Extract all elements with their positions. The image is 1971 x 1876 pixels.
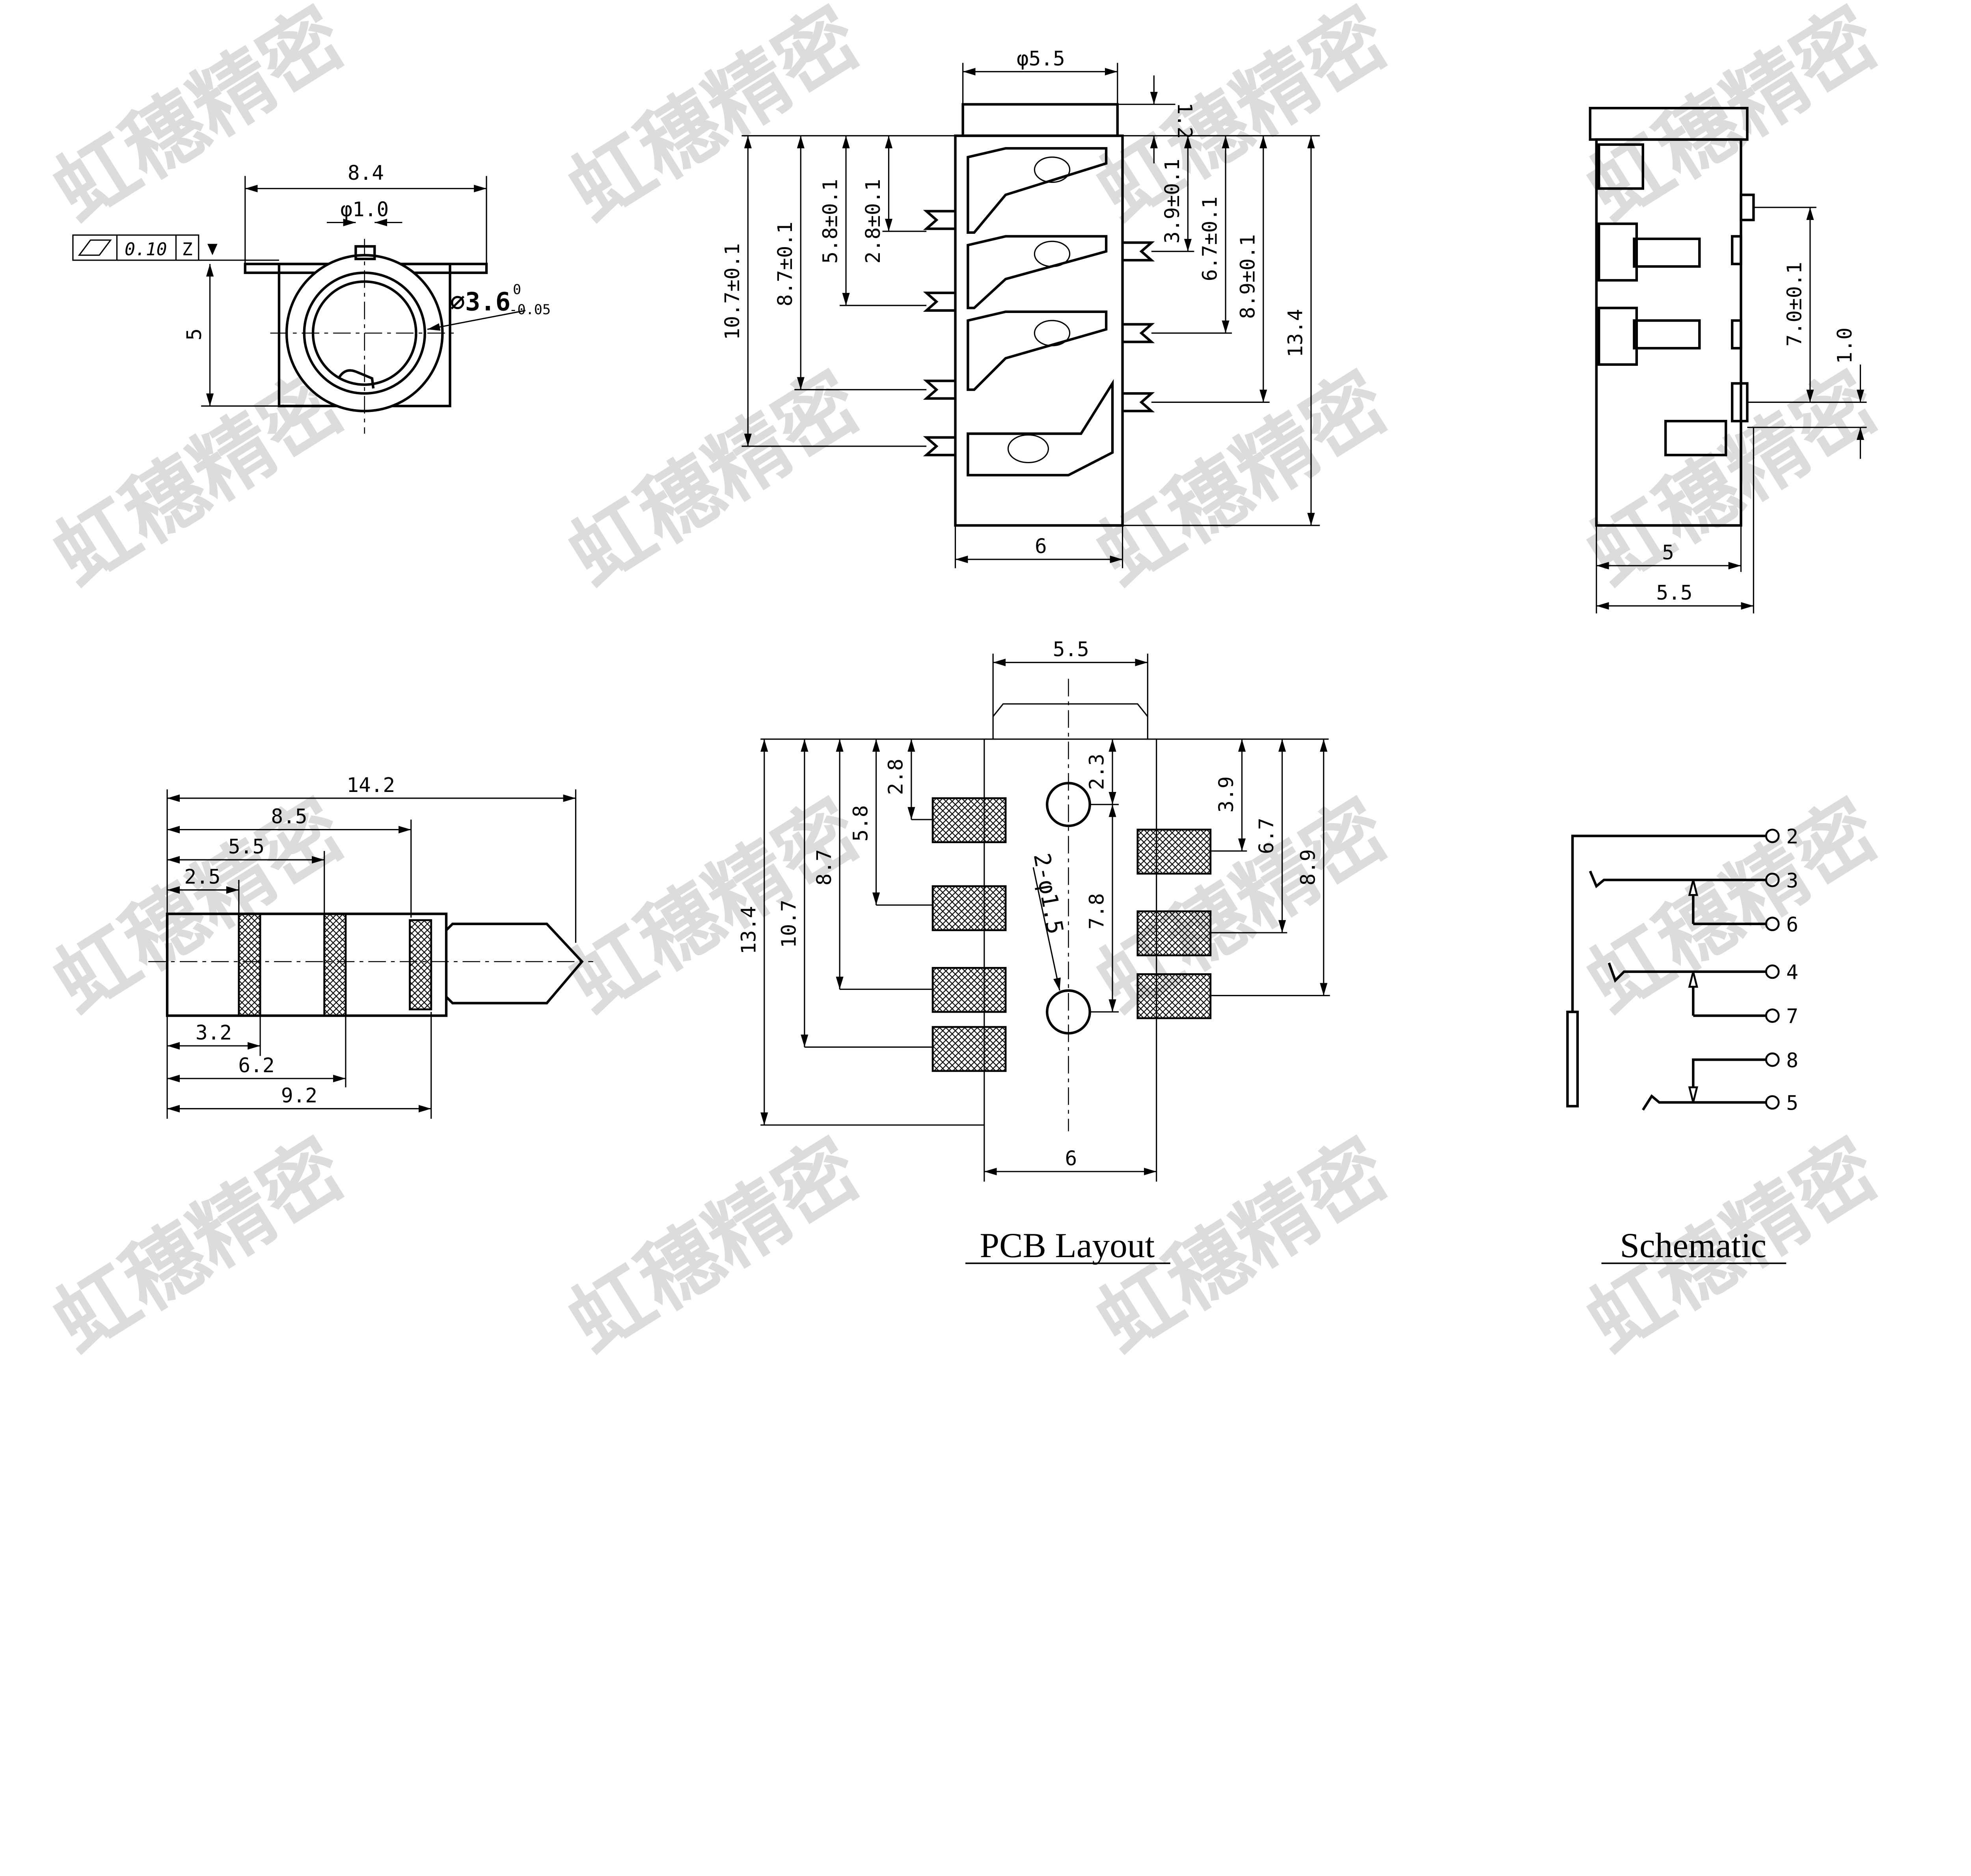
top-view: φ5.5 1.2 10.7±0.1 8.7±0.1 5.8±0.1 2.8±0.… (721, 47, 1320, 568)
dim-height: 5 (183, 328, 206, 341)
dim-left-3: 2.8±0.1 (862, 179, 885, 264)
dim-hole-dia: ⌀3.6 (450, 288, 511, 317)
dim-plug-top-2: 5.5 (228, 835, 265, 859)
dim-pin-dia: φ1.0 (340, 198, 389, 221)
dim-plug-bottom-2: 9.2 (281, 1084, 317, 1108)
tolerance-value: 0.10 (125, 239, 167, 259)
pcb-dim-left-3: 5.8 (849, 805, 872, 842)
dim-plug-bottom-1: 6.2 (238, 1054, 274, 1077)
dim-pitch: 7.0±0.1 (1783, 262, 1807, 347)
watermark-text: 虹穗精密 (1081, 0, 1404, 240)
pin-label: 4 (1786, 961, 1798, 984)
pcb-dim-hole-spacing: 7.8 (1086, 893, 1109, 930)
dim-cap-dia: φ5.5 (1017, 47, 1065, 71)
front-view: 8.4 φ1.0 0.10 Z 5 ⌀3.6 0 -0.05 (72, 162, 551, 434)
dim-plug-top-1: 8.5 (271, 805, 307, 829)
pin-label: 3 (1786, 869, 1798, 892)
pcb-dim-right-0: 3.9 (1215, 776, 1238, 812)
dim-left-0: 10.7±0.1 (721, 243, 744, 340)
watermark-text: 虹穗精密 (38, 0, 360, 240)
hole-tol-upper: 0 (513, 281, 521, 298)
pin-label: 5 (1786, 1092, 1798, 1115)
pcb-dim-right-1: 6.7 (1255, 818, 1278, 854)
pin-label: 6 (1786, 913, 1798, 937)
pcb-layout-title: PCB Layout (980, 1226, 1155, 1265)
flatness-tolerance-frame: 0.10 Z (72, 234, 279, 261)
watermark-text: 虹穗精密 (1572, 782, 1894, 1032)
plug-view: 14.2 8.5 5.5 2.5 3.2 6.2 9.2 (148, 774, 594, 1119)
pcb-hole-label: 2-φ1.5 (1028, 851, 1069, 936)
dim-right-3: 13.4 (1284, 309, 1308, 358)
pcb-dim-left-1: 10.7 (777, 900, 801, 948)
dim-width: 6 (1035, 535, 1047, 558)
watermark-text: 虹穗精密 (1081, 355, 1404, 605)
pin-label: 7 (1786, 1005, 1798, 1028)
datum-triangle-icon (207, 244, 218, 255)
pcb-layout: 5.5 13.4 10.7 8.7 5.8 2.8 3.9 6.7 8.9 2.… (737, 638, 1330, 1265)
watermark-text: 虹穗精密 (38, 1122, 360, 1371)
watermark-text: 虹穗精密 (38, 782, 360, 1032)
dim-plug-bottom-0: 3.2 (196, 1021, 232, 1045)
schematic: 2 3 6 4 7 8 5 Schematic (1566, 825, 1798, 1265)
dim-total: 5.5 (1656, 581, 1692, 605)
pcb-dim-left-0: 13.4 (737, 906, 760, 954)
dim-right-0: 3.9±0.1 (1161, 159, 1184, 244)
pcb-dim-bottom-width: 6 (1065, 1147, 1077, 1170)
watermark-text: 虹穗精密 (1572, 0, 1894, 240)
watermark-text: 虹穗精密 (553, 782, 876, 1032)
watermark-text: 虹穗精密 (553, 1122, 876, 1371)
dim-small: 1.0 (1833, 328, 1857, 364)
dim-right-1: 6.7±0.1 (1199, 196, 1222, 281)
pcb-pads (931, 797, 1212, 1072)
dim-cap-height: 1.2 (1173, 102, 1196, 139)
schematic-title: Schematic (1620, 1226, 1766, 1265)
connector-drawing: 虹穗精密虹穗精密虹穗精密虹穗精密虹穗精密虹穗精密虹穗精密虹穗精密虹穗精密虹穗精密… (38, 0, 1894, 1371)
watermark-text: 虹穗精密 (553, 355, 876, 605)
pcb-dim-left-4: 2.8 (885, 759, 908, 795)
datum-label: Z (182, 239, 193, 259)
dim-plug-top-3: 2.5 (184, 866, 220, 889)
dim-top-width: 5.5 (1053, 638, 1089, 661)
pcb-dim-hole-offset: 2.3 (1086, 754, 1109, 790)
side-view: 7.0±0.1 1.0 5 5.5 (1589, 107, 1867, 614)
dim-plug-top-0: 14.2 (347, 774, 395, 797)
watermark-layer: 虹穗精密虹穗精密虹穗精密虹穗精密虹穗精密虹穗精密虹穗精密虹穗精密虹穗精密虹穗精密… (38, 0, 1894, 1371)
dim-left-2: 5.8±0.1 (819, 179, 842, 264)
dim-body: 5 (1662, 541, 1674, 564)
pcb-dim-right-2: 8.9 (1297, 849, 1320, 885)
hole-tol-lower: -0.05 (509, 302, 551, 318)
dim-width: 8.4 (348, 162, 384, 185)
flatness-icon (78, 239, 112, 256)
pcb-dim-left-2: 8.7 (813, 849, 836, 885)
pin-label: 8 (1786, 1049, 1798, 1072)
dim-left-1: 8.7±0.1 (774, 222, 797, 306)
dim-right-2: 8.9±0.1 (1236, 234, 1259, 319)
pin-label: 2 (1786, 825, 1798, 849)
